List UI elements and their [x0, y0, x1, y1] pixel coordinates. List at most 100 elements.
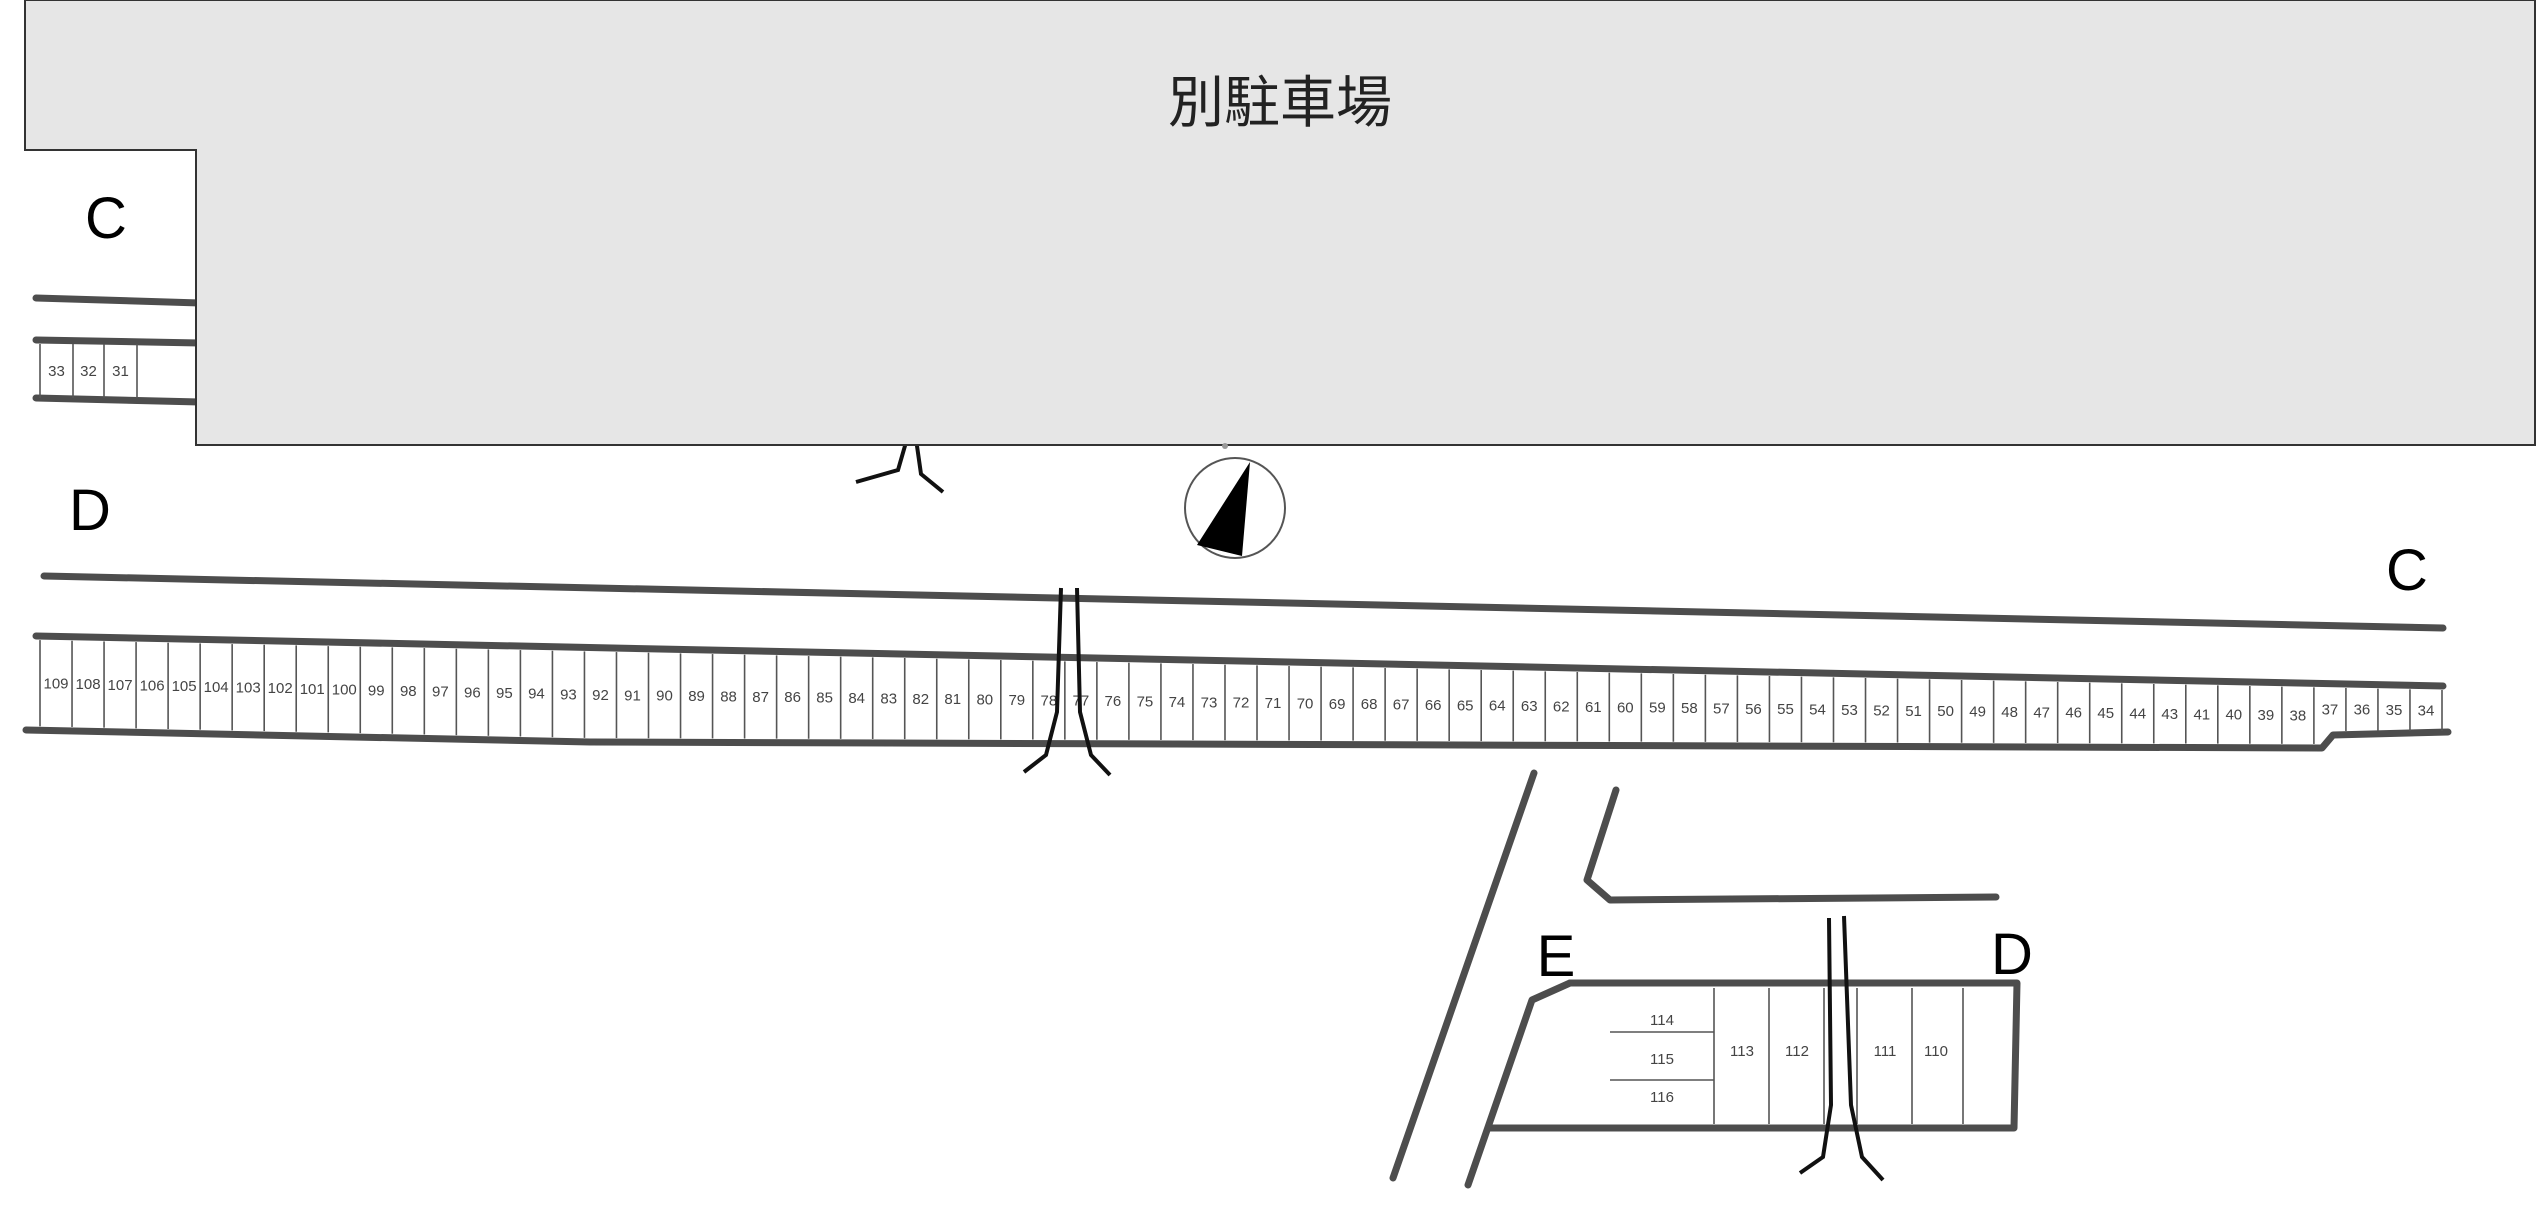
stall-number: 90	[656, 688, 673, 705]
stall-number: 50	[1937, 703, 1954, 720]
stall-number: 73	[1201, 694, 1218, 711]
stall-number: 34	[2418, 702, 2435, 719]
stall-number: 98	[400, 683, 417, 700]
row-left-top-upper-edge	[32, 336, 204, 347]
row-main-lower-edge	[22, 726, 2452, 752]
stall-number: 70	[1297, 695, 1314, 712]
stall-number: 33	[48, 363, 65, 380]
stall-number: 55	[1777, 701, 1794, 718]
lot-title: 別駐車場	[1168, 71, 1392, 136]
stall-number: 88	[720, 688, 737, 705]
stall-number: 72	[1233, 695, 1250, 712]
stall-number: 44	[2129, 706, 2146, 723]
stall-number: 74	[1169, 694, 1186, 711]
stall-number: 96	[464, 684, 481, 701]
bottom-roads	[1389, 769, 2000, 1182]
row-bottom-left-edge	[1464, 979, 1574, 1189]
stall-number: 94	[528, 686, 545, 703]
stall-number: 75	[1137, 693, 1154, 710]
row-bottom: 113 112 111 110 114 115 116	[1464, 979, 2021, 1189]
stall-number: 91	[624, 687, 641, 704]
stall-number: 64	[1489, 698, 1506, 715]
stall-number: 51	[1905, 703, 1922, 720]
stall-number: 61	[1585, 699, 1602, 716]
stall-number: 53	[1841, 702, 1858, 719]
stall-number: 92	[592, 687, 609, 704]
stall-number: 46	[2065, 705, 2082, 722]
stall-number: 38	[2290, 707, 2307, 724]
stall-number: 86	[784, 689, 801, 706]
zone-label-e-bottom: E	[1537, 924, 1576, 989]
stall-number: 45	[2097, 705, 2114, 722]
stall-number: 36	[2354, 702, 2371, 719]
stall-number: 78	[1040, 692, 1057, 709]
stall-number: 113	[1730, 1043, 1754, 1060]
stall-number: 106	[140, 678, 165, 695]
road-diagonal-left	[1389, 769, 1538, 1182]
stall-number: 82	[912, 691, 929, 708]
stall-number: 65	[1457, 697, 1474, 714]
road-main	[40, 572, 2447, 632]
stall-number: 60	[1617, 699, 1634, 716]
row-main-upper-edge	[32, 632, 2447, 690]
stall-number: 81	[944, 691, 961, 708]
zone-label-d-left: D	[69, 478, 111, 543]
stall-number: 108	[76, 676, 101, 693]
stall-number: 103	[236, 680, 261, 697]
separate-lot-building	[24, 0, 2536, 446]
stall-number: 76	[1105, 693, 1122, 710]
stall-number: 57	[1713, 700, 1730, 717]
stall-number: 43	[2161, 706, 2178, 723]
stall-number: 66	[1425, 697, 1442, 714]
stall-number: 111	[1874, 1043, 1897, 1060]
stall-number: 84	[848, 690, 865, 707]
stall-number: 67	[1393, 697, 1410, 714]
stall-number: 40	[2225, 707, 2242, 724]
stall-number: 105	[172, 678, 197, 695]
stall-number: 114	[1650, 1012, 1674, 1029]
stall-number: 47	[2033, 704, 2050, 721]
stall-number: 59	[1649, 700, 1666, 717]
stall-number: 93	[560, 686, 577, 703]
stall-number: 41	[2193, 706, 2210, 723]
stall-number: 62	[1553, 699, 1570, 716]
stall-number: 87	[752, 689, 769, 706]
north-arrow-icon	[1184, 443, 1286, 559]
stall-number: 116	[1650, 1089, 1674, 1106]
stall-number: 54	[1809, 702, 1826, 719]
zone-label-c-right: C	[2386, 538, 2428, 603]
stall-number: 58	[1681, 700, 1698, 717]
road-bent-right	[1583, 786, 2000, 904]
stall-number: 112	[1785, 1043, 1809, 1060]
stall-number: 37	[2322, 701, 2339, 718]
stall-number: 97	[432, 684, 449, 701]
stall-number: 35	[2386, 702, 2403, 719]
stall-number: 109	[43, 676, 68, 693]
stall-number: 83	[880, 690, 897, 707]
walkway-bottom	[1798, 915, 1885, 1182]
walkways	[855, 424, 1885, 1182]
stall-number: 102	[268, 680, 293, 697]
zone-label-d-bottom: D	[1991, 922, 2033, 987]
stall-number: 85	[816, 690, 833, 707]
zone-label-c-top: C	[85, 186, 127, 251]
stall-number: 80	[976, 692, 993, 709]
stall-number: 110	[1924, 1043, 1948, 1060]
stall-number: 52	[1873, 702, 1890, 719]
stall-number: 32	[80, 363, 97, 380]
row-left-top-lower-edge	[32, 394, 204, 406]
road-upper-left	[32, 294, 204, 307]
stall-number: 101	[300, 681, 325, 698]
stall-number: 69	[1329, 696, 1346, 713]
stall-number: 49	[1969, 704, 1986, 721]
stall-number: 39	[2258, 707, 2275, 724]
stall-number: 115	[1650, 1051, 1674, 1068]
stall-number: 107	[108, 677, 133, 694]
stall-number: 56	[1745, 701, 1762, 718]
stall-number: 68	[1361, 696, 1378, 713]
stall-number: 31	[112, 363, 129, 380]
stall-number: 95	[496, 685, 513, 702]
stall-number: 79	[1008, 692, 1025, 709]
